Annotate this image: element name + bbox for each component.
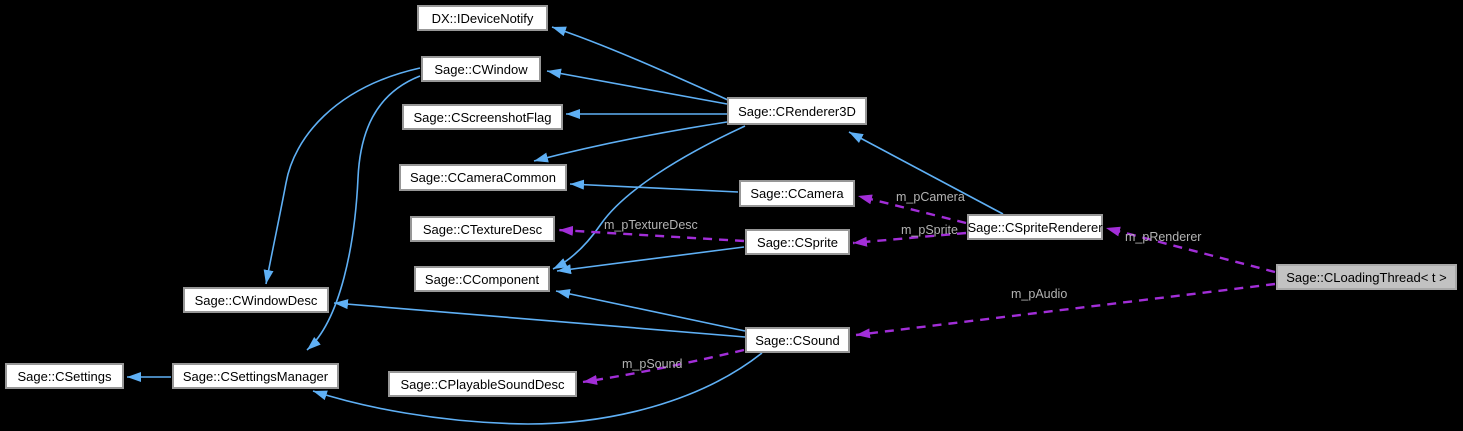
edge-csound-to-cwindowdesc <box>333 299 746 338</box>
node-dx-idevicenotify[interactable]: DX::IDeviceNotify <box>417 5 548 31</box>
node-label: Sage::CPlayableSoundDesc <box>400 376 565 392</box>
node-label: Sage::CSprite <box>757 234 838 250</box>
edge-cspriterenderer-to-csprite <box>852 231 967 247</box>
node-label: Sage::CSpriteRenderer <box>967 219 1103 235</box>
node-label: DX::IDeviceNotify <box>431 10 534 26</box>
edge-ccamera-to-ccameracommon <box>569 179 739 193</box>
node-sage-csound[interactable]: Sage::CSound <box>745 327 850 353</box>
node-label: Sage::CWindow <box>434 61 528 77</box>
node-sage-crenderer3d[interactable]: Sage::CRenderer3D <box>727 97 867 125</box>
edge-csound-to-cplayablesounddesc <box>582 348 745 385</box>
edge-crenderer3d-to-ccameracommon <box>533 121 728 163</box>
node-sage-ccameracommon[interactable]: Sage::CCameraCommon <box>399 164 567 191</box>
edge-crenderer3d-to-idevicenotify <box>551 26 729 101</box>
node-sage-cscreenshotflag[interactable]: Sage::CScreenshotFlag <box>402 104 563 130</box>
node-label: Sage::CSettingsManager <box>182 368 329 384</box>
edge-csprite-to-ccomponent <box>556 246 745 275</box>
node-label: Sage::CSettings <box>17 368 112 384</box>
edge-cloadingthread-to-csound <box>855 282 1276 339</box>
node-sage-ccomponent[interactable]: Sage::CComponent <box>414 266 550 292</box>
node-label: Sage::CRenderer3D <box>738 103 856 119</box>
node-sage-cspriterenderer[interactable]: Sage::CSpriteRenderer <box>967 214 1103 240</box>
node-label: Sage::CWindowDesc <box>194 292 318 308</box>
edge-cwindow-to-csettingsmanager <box>306 75 421 351</box>
edge-cwindow-to-cwindowdesc <box>263 67 421 285</box>
node-sage-csprite[interactable]: Sage::CSprite <box>745 229 850 255</box>
node-label: Sage::CTextureDesc <box>422 221 543 237</box>
node-sage-ccamera[interactable]: Sage::CCamera <box>739 180 855 207</box>
edge-csound-to-csettingsmanager <box>312 352 763 425</box>
node-label: Sage::CComponent <box>424 271 540 287</box>
edge-crenderer3d-to-ccomponent <box>552 125 746 270</box>
edge-csprite-to-ctexturedesc <box>558 225 745 243</box>
node-label: Sage::CCamera <box>750 186 844 201</box>
node-sage-ctexturedesc[interactable]: Sage::CTextureDesc <box>410 216 555 242</box>
edge-cloadingthread-to-cspriterenderer <box>1105 226 1276 274</box>
edge-cspriterenderer-to-crenderer3d <box>848 131 1004 215</box>
node-sage-cwindow[interactable]: Sage::CWindow <box>421 56 541 82</box>
node-sage-cloadingthread: Sage::CLoadingThread< t > <box>1276 264 1457 290</box>
node-label: Sage::CLoadingThread< t > <box>1286 269 1447 285</box>
node-label: Sage::CSound <box>755 332 840 348</box>
node-sage-csettingsmanager[interactable]: Sage::CSettingsManager <box>172 363 339 389</box>
node-sage-cplayablesounddesc[interactable]: Sage::CPlayableSoundDesc <box>388 371 577 397</box>
node-sage-csettings[interactable]: Sage::CSettings <box>5 363 124 389</box>
node-label: Sage::CScreenshotFlag <box>413 109 552 125</box>
edge-crenderer3d-to-cwindow <box>546 68 728 105</box>
node-sage-cwindowdesc[interactable]: Sage::CWindowDesc <box>183 287 329 313</box>
edge-cspriterenderer-to-ccamera <box>857 194 967 225</box>
node-label: Sage::CCameraCommon <box>410 170 556 185</box>
edge-csound-to-ccomponent <box>555 289 746 332</box>
